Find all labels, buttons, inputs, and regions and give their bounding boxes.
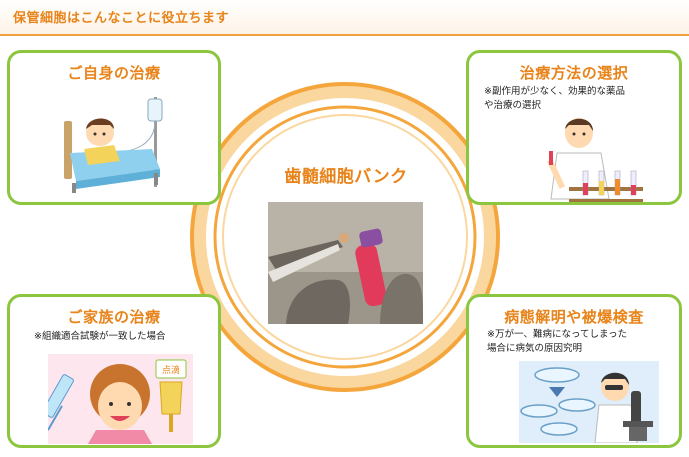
page-header: 保管細胞はこんなことに役立ちます	[0, 0, 689, 36]
card-title: 治療方法の選択	[519, 64, 629, 82]
card-note: ※組織適合試験が一致した場合	[34, 331, 166, 342]
dental-pulp-photo	[268, 202, 423, 324]
note-line: ※副作用が少なく、効果的な薬品	[484, 86, 625, 97]
note-line: 場合に病気の原因究明	[487, 343, 583, 354]
card-disease-analysis: 病態解明や被爆検査 ※万が一、難病になってしまった 場合に病気の原因究明	[466, 294, 682, 448]
note-line: ※万が一、難病になってしまった	[487, 329, 628, 340]
card-title: ご自身の治療	[67, 64, 161, 82]
card-note: ※万が一、難病になってしまった 場合に病気の原因究明	[487, 328, 627, 356]
page-title: 保管細胞はこんなことに役立ちます	[13, 11, 230, 26]
note-line: や治療の選択	[484, 100, 542, 111]
card-note: ※副作用が少なく、効果的な薬品 や治療の選択	[484, 85, 625, 113]
card-family-treatment: ご家族の治療 ※組織適合試験が一致した場合 点滴	[7, 294, 221, 448]
scientist-test-tubes-icon	[546, 118, 643, 202]
patient-in-bed-icon	[64, 97, 163, 193]
microscope-researcher-icon	[519, 361, 659, 443]
iv-label: 点滴	[162, 364, 180, 376]
card-treatment-selection: 治療方法の選択 ※副作用が少なく、効果的な薬品 や治療の選択	[466, 50, 682, 205]
card-self-treatment: ご自身の治療	[7, 50, 221, 205]
card-title: 病態解明や被爆検査	[504, 308, 644, 326]
center-title: 歯髄細胞バンク	[284, 167, 408, 187]
card-title: ご家族の治療	[67, 308, 161, 326]
mother-iv-drip-icon: 点滴	[48, 354, 193, 444]
